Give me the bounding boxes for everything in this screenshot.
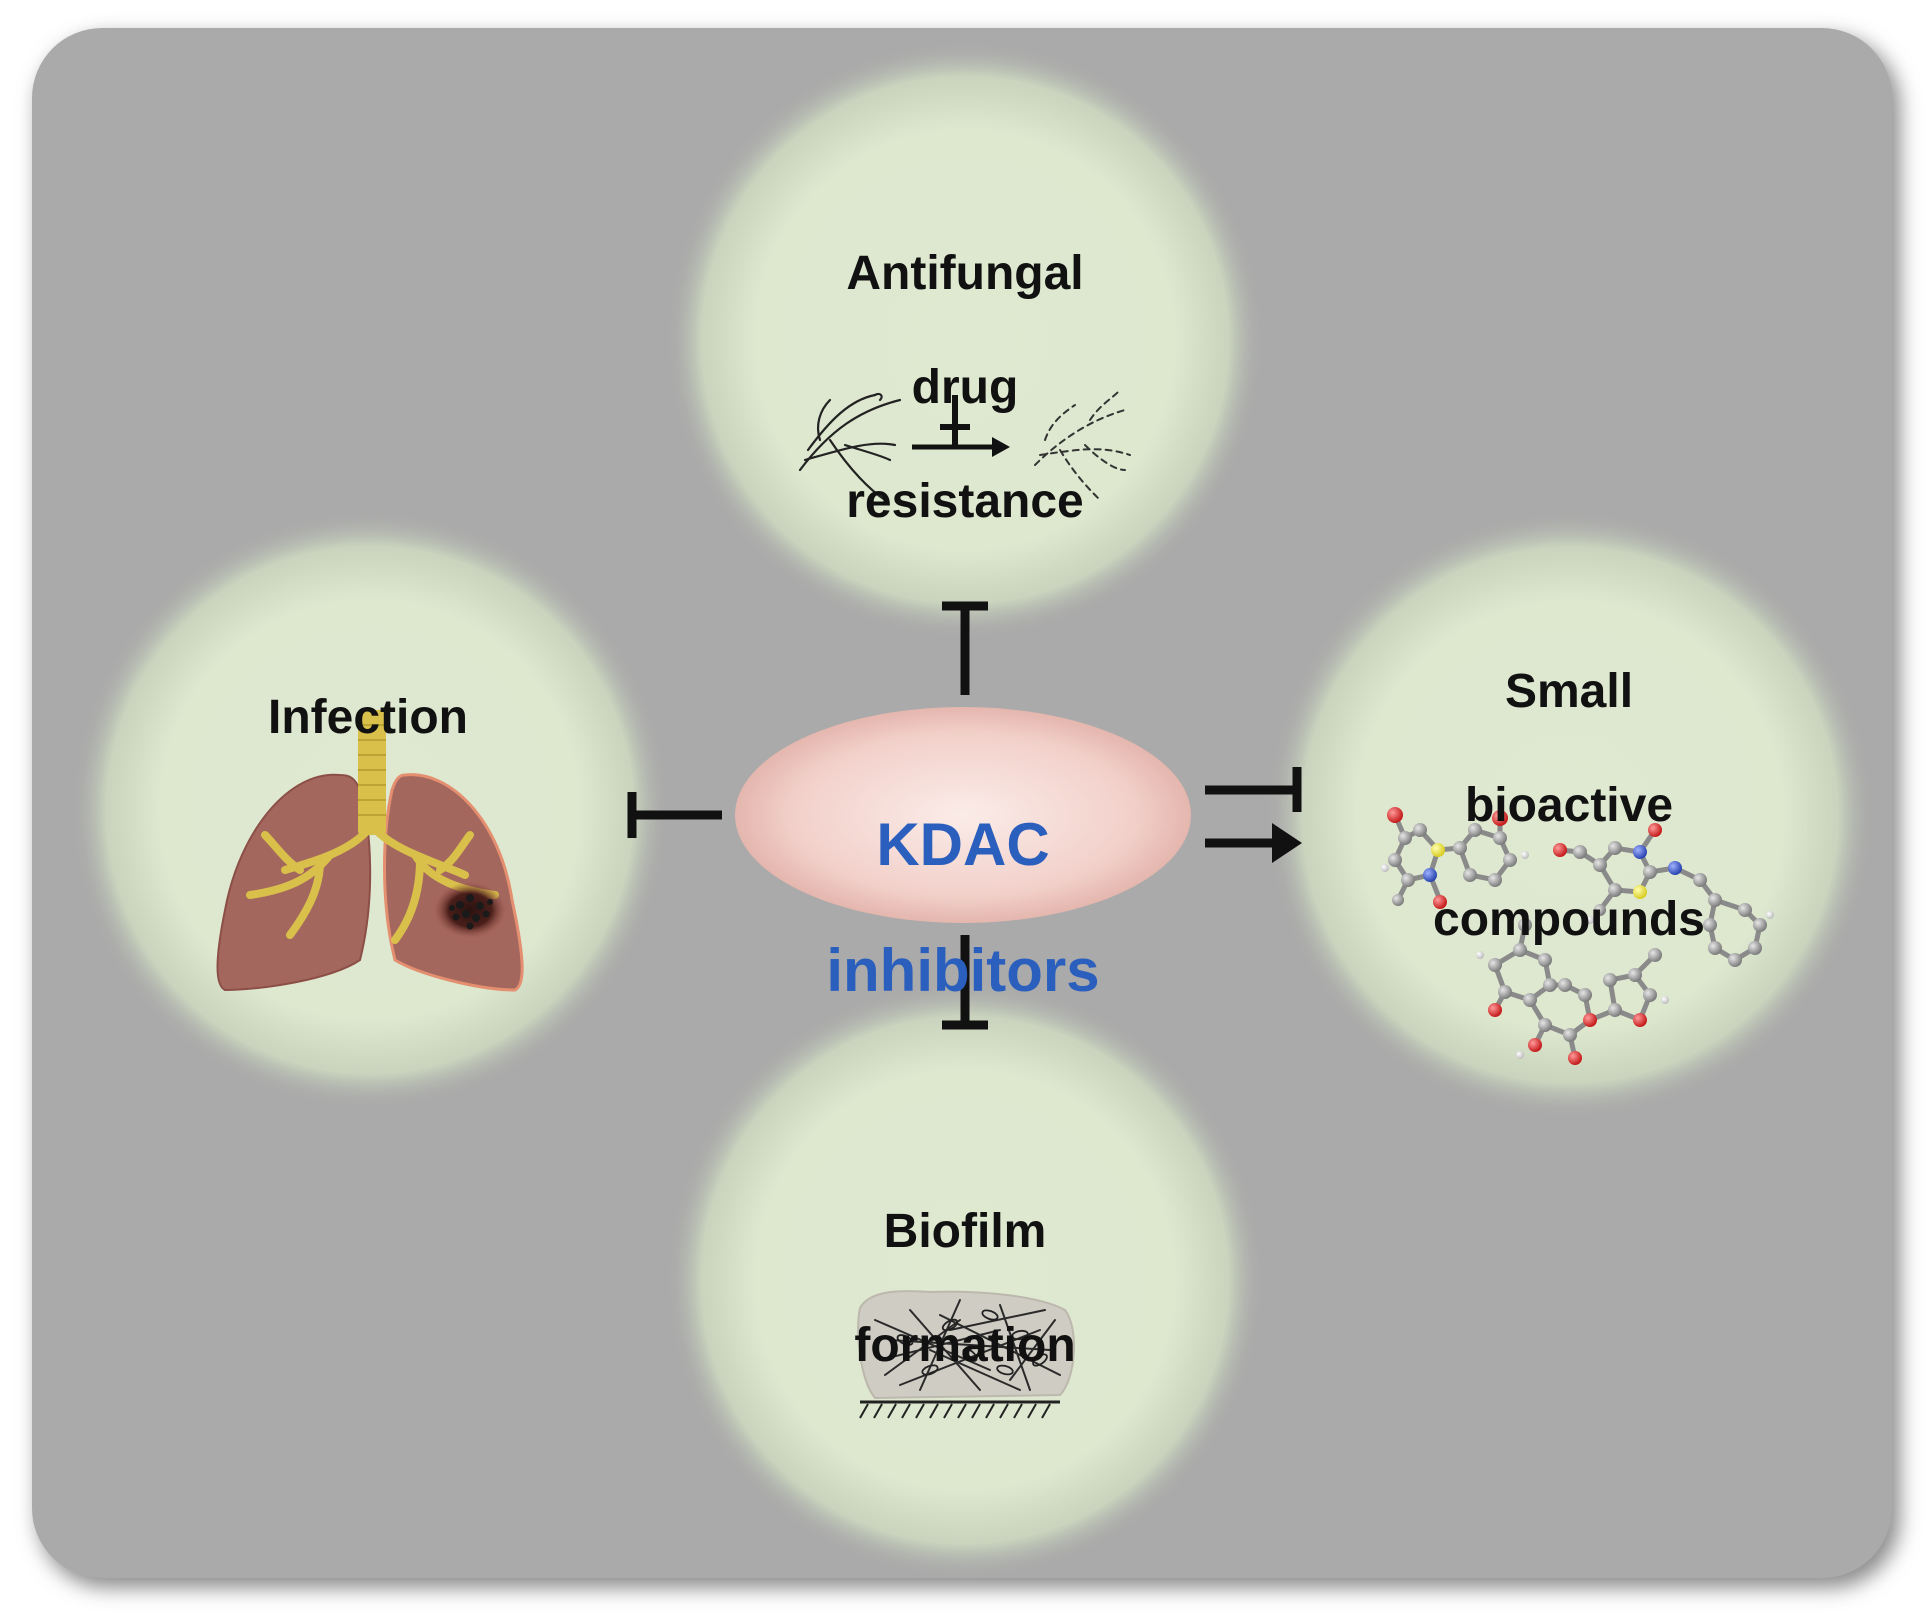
molecule-icon-3 [1476,918,1669,1065]
right-node-label: Small bioactive compounds [1369,606,1769,1005]
center-oval [735,707,1191,923]
right-node-line-1: Small [1504,665,1634,718]
inhibit-arrow-bottom [942,935,988,1030]
bottom-node-line-1: Biofilm [883,1205,1047,1258]
top-node-line-3: resistance [846,475,1084,528]
left-node-line-1: Infection [268,691,468,744]
center-label: KDAC inhibitors [763,750,1163,1065]
damaged-hypha-icon [1034,391,1131,501]
left-node-label: Infection [168,632,568,803]
glow-bottom [665,980,1265,1580]
right-node-line-3: compounds [1433,893,1705,946]
molecule-icon-2 [1553,823,1774,967]
intact-hypha-icon [798,392,902,502]
center-label-line-2: inhibitors [826,937,1100,1004]
glow-right [1265,510,1875,1120]
top-node-line-2: drug [911,361,1019,414]
glow-top [665,40,1265,640]
inhibit-arrow-right [1205,767,1302,812]
biofilm-icon [857,1290,1076,1419]
bottom-node-label: Biofilm formation [765,1146,1165,1431]
bottom-node-line-2: formation [854,1319,1076,1372]
right-node-line-2: bioactive [1464,779,1674,832]
top-node-label: Antifungal drug resistance [765,188,1165,587]
inhibit-arrow-hypha [912,395,1010,457]
molecule-icon-1 [1381,807,1529,909]
top-node-line-1: Antifungal [846,247,1084,300]
inhibit-arrow-left [627,792,722,838]
center-label-line-1: KDAC [876,811,1050,878]
inhibit-arrow-top [942,601,988,695]
activate-arrow-right [1205,823,1302,863]
lungs-icon [216,710,524,992]
